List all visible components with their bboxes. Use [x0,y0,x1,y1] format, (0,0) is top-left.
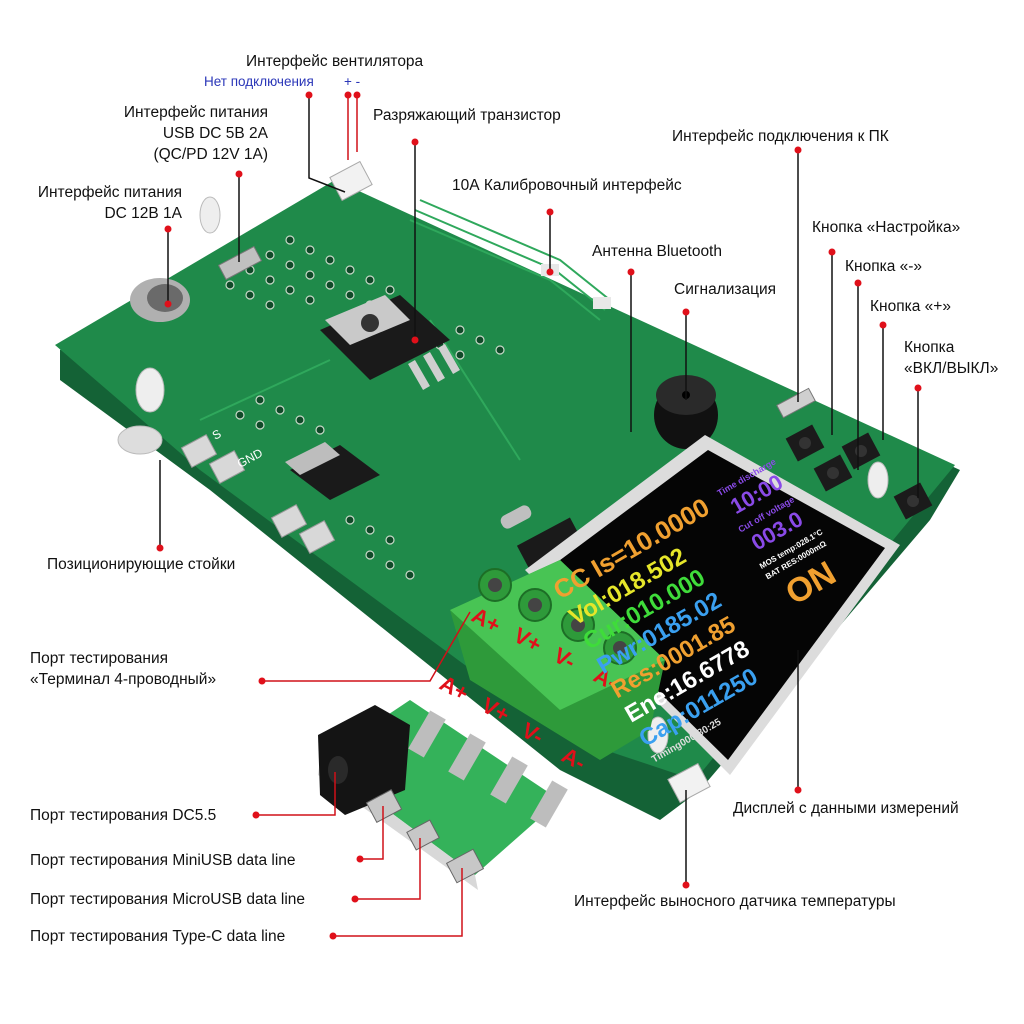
label-fan-interface: Интерфейс вентилятора [246,53,424,70]
marker-dots [156,91,922,940]
label-dc-power-line1: Интерфейс питания [37,184,182,201]
label-btn-minus: Кнопка «-» [845,258,923,275]
standoffs [117,196,889,754]
label-usb-power: Интерфейс питания USB DC 5В 2А (QC/PD 12… [80,102,268,165]
label-microusb-port: Порт тестирования MicroUSB data line [30,891,306,908]
terminal-block [450,560,665,760]
label-btn-power-line1: Кнопка [904,339,955,356]
pc-usb-port [776,387,816,419]
label-typec-port: Порт тестирования Type-C data line [30,928,286,945]
label-dc-power: Интерфейс питания DC 12В 1А [10,182,182,224]
label-calibration: 10А Калибровочный интерфейс [452,177,682,194]
label-standoffs: Позиционирующие стойки [47,556,236,573]
label-bluetooth: Антенна Bluetooth [592,243,722,260]
label-dc55-port: Порт тестирования DC5.5 [30,807,217,824]
typec-connector [445,848,485,884]
miniusb-connector [365,789,403,823]
discharge-transistor [320,295,460,390]
dc55-jack [318,705,410,815]
temp-sensor-connector [667,762,711,804]
solder-pads [180,434,336,554]
pcb-traces [199,199,611,461]
voltage-regulator [285,442,380,500]
tactile-buttons [785,424,933,520]
label-terminal-port: Порт тестирования «Терминал 4-проводный» [30,648,216,690]
label-fan-no-connection: Нет подключения [204,74,314,89]
label-pc-interface: Интерфейс подключения к ПК [672,128,889,145]
label-terminal-port-line2: «Терминал 4-проводный» [30,671,217,688]
label-fan-polarity: + - [344,74,361,89]
calibration-pad-2 [593,297,611,309]
dc-power-jack [130,278,190,322]
label-dc-power-line2: DC 12В 1А [104,205,182,222]
label-usb-power-line2: USB DC 5В 2А [162,125,268,142]
leader-lines [159,95,919,937]
label-terminal-port-line1: Порт тестирования [30,650,169,667]
adapter-board [318,700,568,890]
label-alarm: Сигнализация [674,281,777,298]
label-usb-power-line3: (QC/PD 12V 1A) [153,146,268,163]
label-btn-power: Кнопка «ВКЛ/ВЫКЛ» [904,337,998,379]
label-miniusb-port: Порт тестирования MiniUSB data line [30,852,296,869]
label-temp-sensor: Интерфейс выносного датчика температуры [574,893,896,910]
microusb-connector [406,819,440,851]
label-btn-power-line2: «ВКЛ/ВЫКЛ» [904,360,999,377]
label-discharge-transistor: Разряжающий транзистор [373,107,561,124]
label-usb-power-line1: Интерфейс питания [123,104,268,121]
crystal [500,505,532,529]
pcb-perforation [225,235,505,580]
label-btn-plus: Кнопка «+» [870,298,951,315]
ic-chip [516,517,584,571]
label-display: Дисплей с данными измерений [733,800,959,817]
display-module [525,435,900,775]
label-btn-settings: Кнопка «Настройка» [812,219,961,236]
usb-power-port [217,245,263,281]
